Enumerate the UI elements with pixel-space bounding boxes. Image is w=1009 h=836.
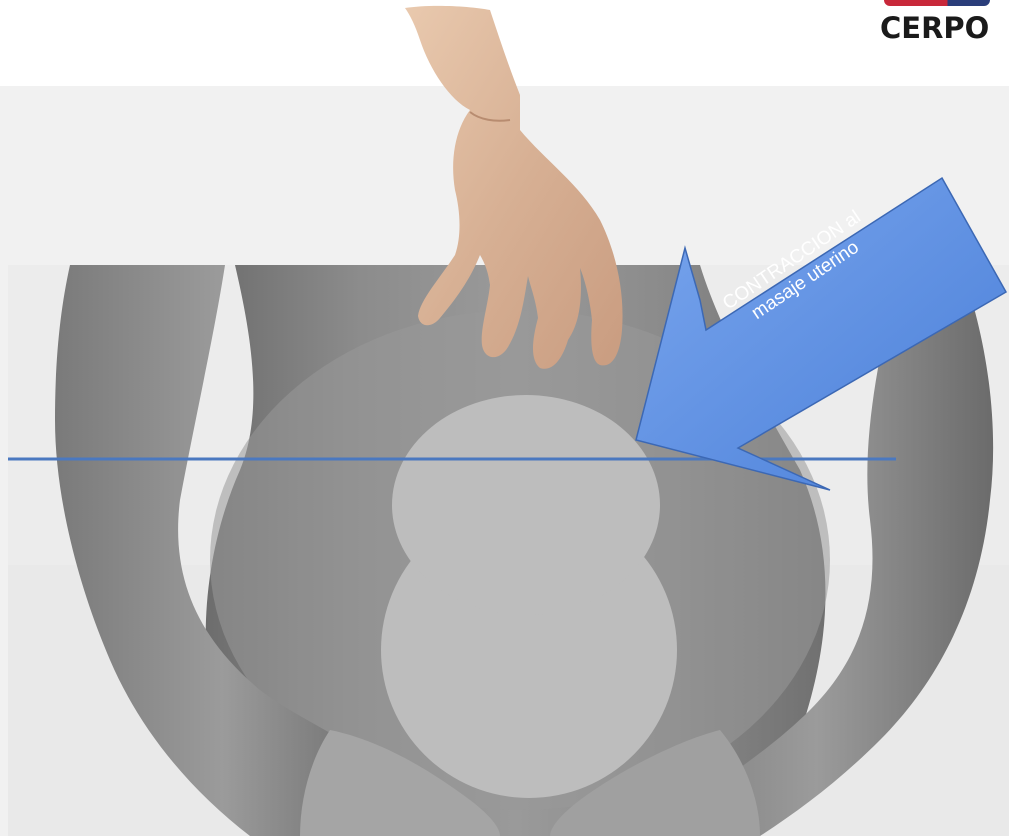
logo-color-bar — [884, 0, 990, 6]
uterus-shape — [381, 395, 677, 798]
logo-text: CERPO — [880, 10, 989, 46]
cerpo-logo: CERPO — [878, 0, 993, 48]
